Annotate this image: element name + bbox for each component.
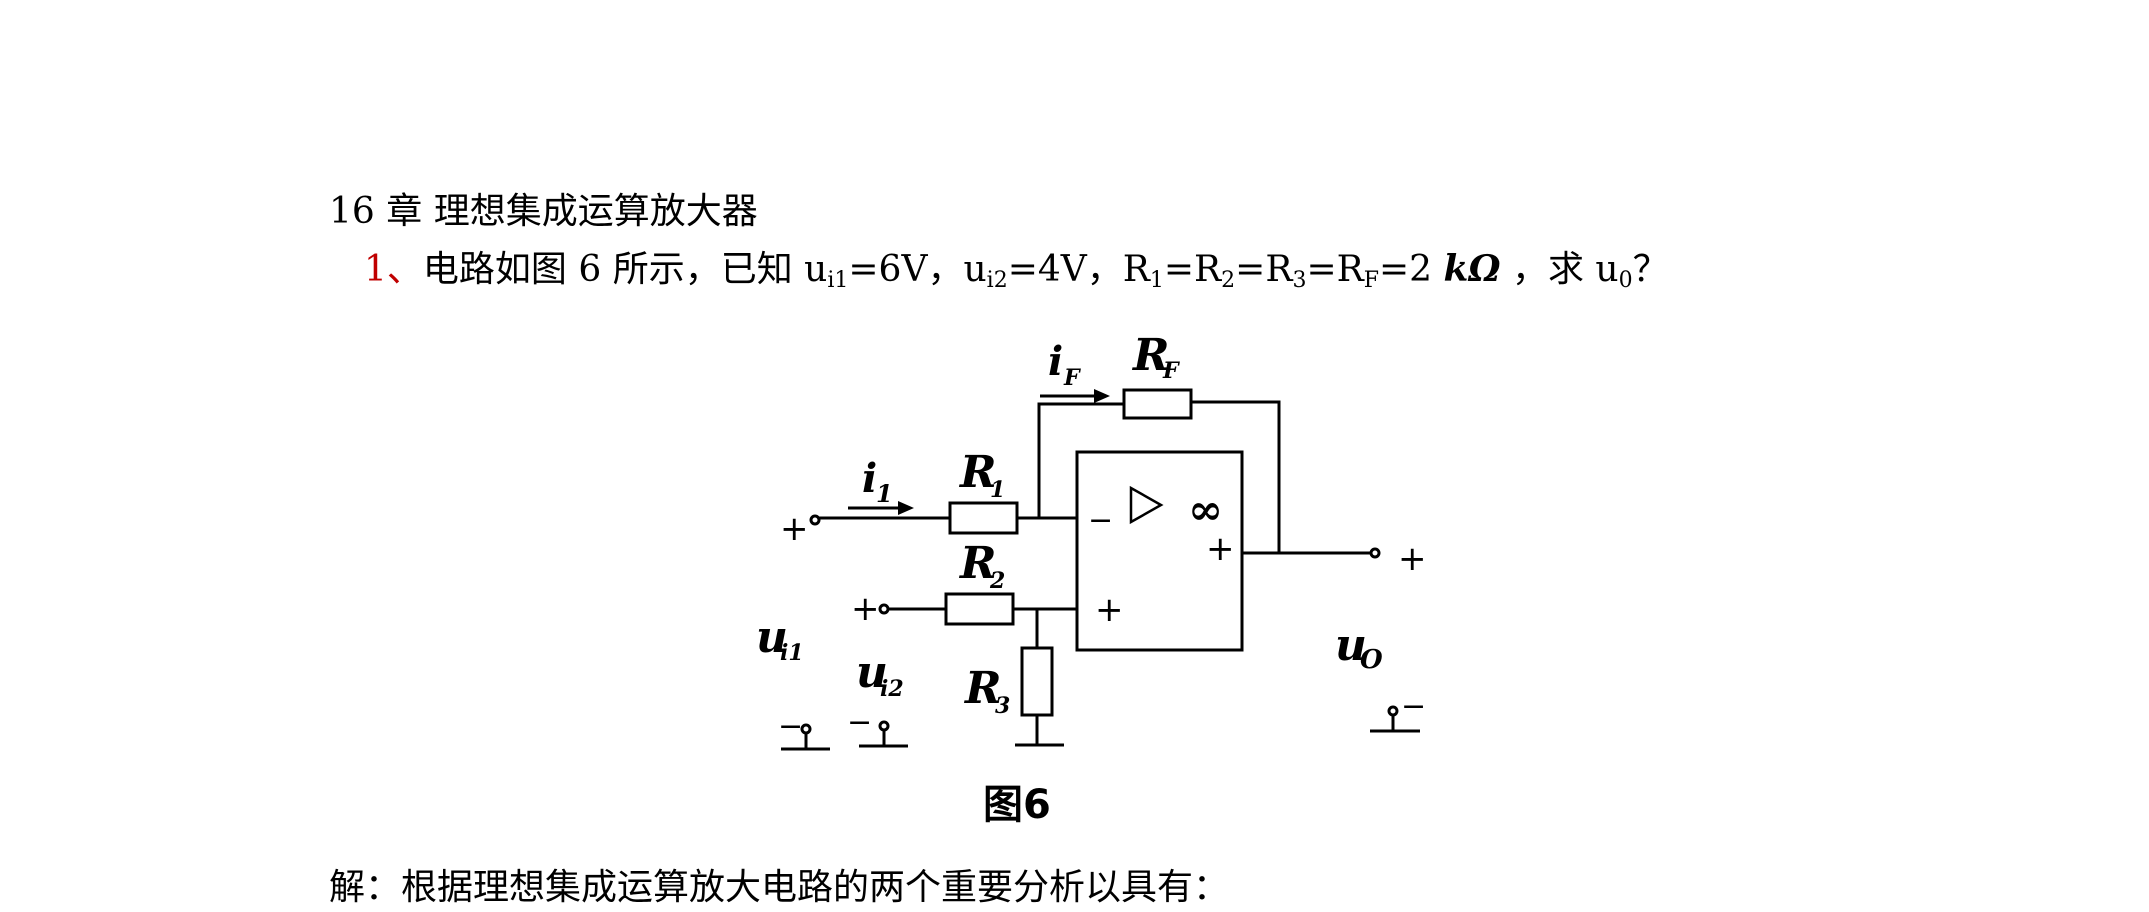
- terminal2-minus: −: [847, 705, 872, 740]
- label-r1-sub: 1: [990, 477, 1005, 503]
- r1-subscript: 1: [1149, 268, 1164, 293]
- feedback-wire-right: [1191, 400, 1281, 553]
- question-1: 1、电路如图 6 所示，已知 ui1=6V，ui2=4V，R1=R2=R3=RF…: [364, 245, 1669, 305]
- label-if-sub: F: [1063, 365, 1081, 391]
- terminal2-plus: +: [851, 589, 880, 629]
- label-rf: R: [1131, 330, 1170, 381]
- label-i1: i: [862, 455, 877, 502]
- figure-caption: 图6: [983, 782, 1051, 828]
- ui2-subscript: i2: [986, 268, 1008, 293]
- infinity-symbol: ∞: [1188, 485, 1223, 534]
- output-terminal: [1369, 547, 1381, 559]
- question-ask: ，求 u: [1500, 249, 1619, 290]
- solution-text: 解：根据理想集成运算放大电路的两个重要分析以具有：: [329, 867, 1230, 908]
- resistor-r2: [944, 592, 1015, 626]
- terminal3-minus: −: [1401, 689, 1426, 724]
- ui2-value: =4V，R: [1007, 249, 1150, 290]
- label-i1-sub: 1: [876, 479, 893, 508]
- r3-subscript: 3: [1292, 268, 1307, 293]
- resistor-r3: [1020, 646, 1054, 717]
- label-r2: R: [958, 538, 997, 589]
- label-ui1: u: [756, 612, 788, 663]
- terminal3-plus: +: [1398, 539, 1427, 579]
- eq3: =R: [1306, 249, 1364, 290]
- eq2: =R: [1235, 249, 1293, 290]
- label-if: i: [1048, 338, 1063, 385]
- uo-subscript: 0: [1618, 268, 1633, 293]
- gnd1-terminal: [800, 723, 812, 735]
- r2-subscript: 2: [1221, 268, 1236, 293]
- kohm-unit: kΩ: [1443, 248, 1501, 290]
- chapter-title: 16 章 理想集成运算放大器: [329, 191, 758, 232]
- arrowhead-if: [1094, 389, 1110, 403]
- eq1: =R: [1163, 249, 1222, 290]
- label-r2-sub: 2: [989, 568, 1005, 594]
- label-ui2-sub: i2: [880, 676, 904, 702]
- inverting-input-sign: −: [1088, 503, 1113, 538]
- ui1-value: =6V，u: [848, 249, 987, 290]
- eq4: =2: [1379, 249, 1444, 290]
- output-plus-sign: +: [1206, 529, 1235, 569]
- label-ui1-sub: i1: [780, 640, 804, 666]
- noninverting-input-sign: +: [1095, 590, 1124, 630]
- label-r1: R: [958, 447, 997, 498]
- label-r3-sub: 3: [995, 693, 1010, 719]
- input1-terminal: [809, 514, 821, 526]
- gnd2-terminal: [878, 720, 890, 732]
- opamp-box: [1075, 450, 1244, 652]
- question-number: 1: [364, 249, 387, 290]
- question-separator: 、: [386, 249, 423, 290]
- label-rf-sub: F: [1162, 358, 1180, 384]
- terminal1-plus: +: [780, 509, 809, 549]
- feedback-wire: [1037, 402, 1124, 518]
- label-r3: R: [963, 663, 1002, 714]
- question-end: ？: [1632, 249, 1669, 290]
- ui1-subscript: i1: [827, 268, 849, 293]
- rf-subscript: F: [1363, 268, 1379, 293]
- resistor-r1: [948, 501, 1019, 535]
- input2-terminal: [878, 603, 890, 615]
- question-text-before: 电路如图 6 所示，已知 u: [422, 249, 828, 290]
- gnd3-terminal: [1387, 705, 1399, 717]
- terminal1-minus: −: [778, 709, 803, 744]
- label-ui2: u: [856, 647, 888, 698]
- arrowhead-i1: [898, 501, 914, 515]
- label-uo: u: [1335, 620, 1367, 671]
- label-uo-sub: O: [1360, 645, 1383, 675]
- opamp-triangle: [1129, 485, 1164, 525]
- resistor-rf: [1122, 388, 1193, 420]
